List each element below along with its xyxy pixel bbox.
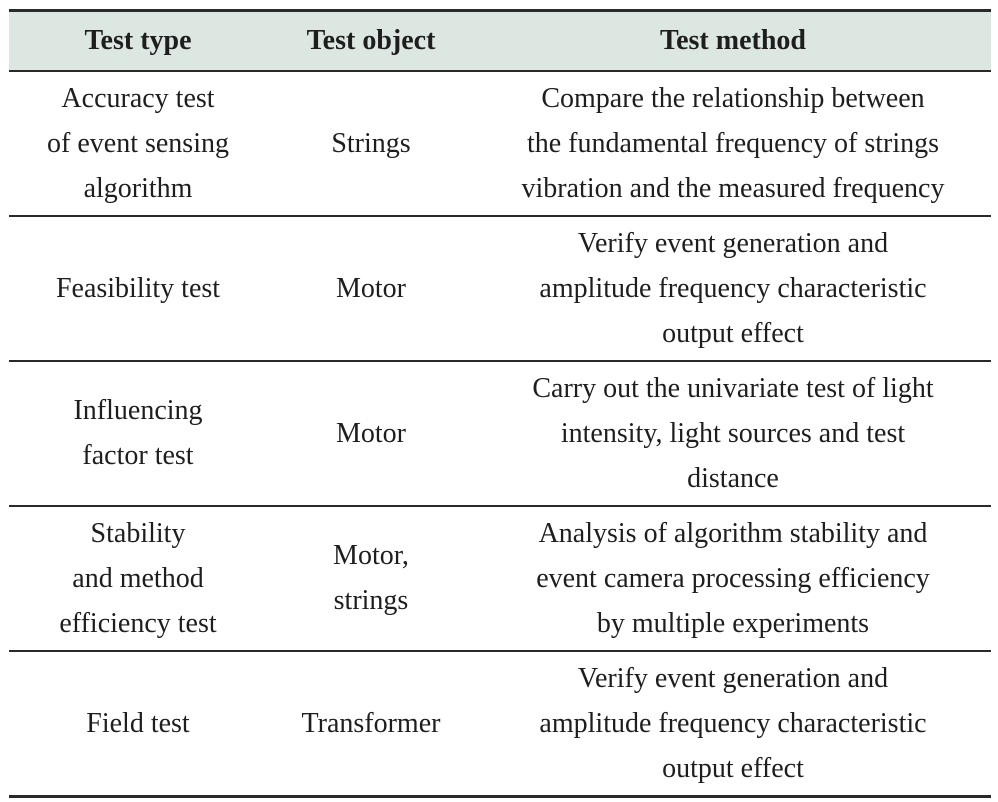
cell-test-object: Motor — [336, 272, 406, 304]
table-row: Feasibility test Motor Verify event gene… — [9, 216, 991, 361]
table-row: Stability and method efficiency test Mot… — [9, 506, 991, 651]
cell-test-object: Motor — [336, 417, 406, 449]
header-row: Test type Test object Test method — [9, 10, 991, 71]
cell-test-method: Analysis of algorithm stability and even… — [536, 517, 930, 639]
cell-test-object: Strings — [331, 127, 411, 159]
table-row: Field test Transformer Verify event gene… — [9, 651, 991, 796]
cell-test-method: Compare the relationship between the fun… — [521, 82, 945, 204]
test-table: Test type Test object Test method Accura… — [9, 9, 991, 798]
cell-test-type: Stability and method efficiency test — [59, 517, 217, 639]
table-row: Accuracy test of event sensing algorithm… — [9, 71, 991, 216]
cell-test-object: Transformer — [301, 707, 441, 739]
header-test-type: Test type — [84, 24, 192, 56]
table-body: Accuracy test of event sensing algorithm… — [9, 71, 991, 796]
table-header: Test type Test object Test method — [9, 10, 991, 71]
cell-test-method: Carry out the univariate test of light i… — [532, 372, 934, 494]
cell-test-type: Accuracy test of event sensing algorithm — [47, 82, 229, 204]
cell-test-method: Verify event generation and amplitude fr… — [539, 662, 927, 784]
cell-test-method: Verify event generation and amplitude fr… — [539, 227, 927, 349]
table-row: Influencing factor test Motor Carry out … — [9, 361, 991, 506]
cell-test-type: Field test — [86, 707, 190, 739]
header-test-object: Test object — [306, 24, 436, 56]
cell-test-object: Motor, strings — [333, 540, 409, 616]
header-test-method: Test method — [660, 24, 806, 56]
cell-test-type: Feasibility test — [55, 272, 221, 304]
cell-test-type: Influencing factor test — [73, 395, 203, 471]
